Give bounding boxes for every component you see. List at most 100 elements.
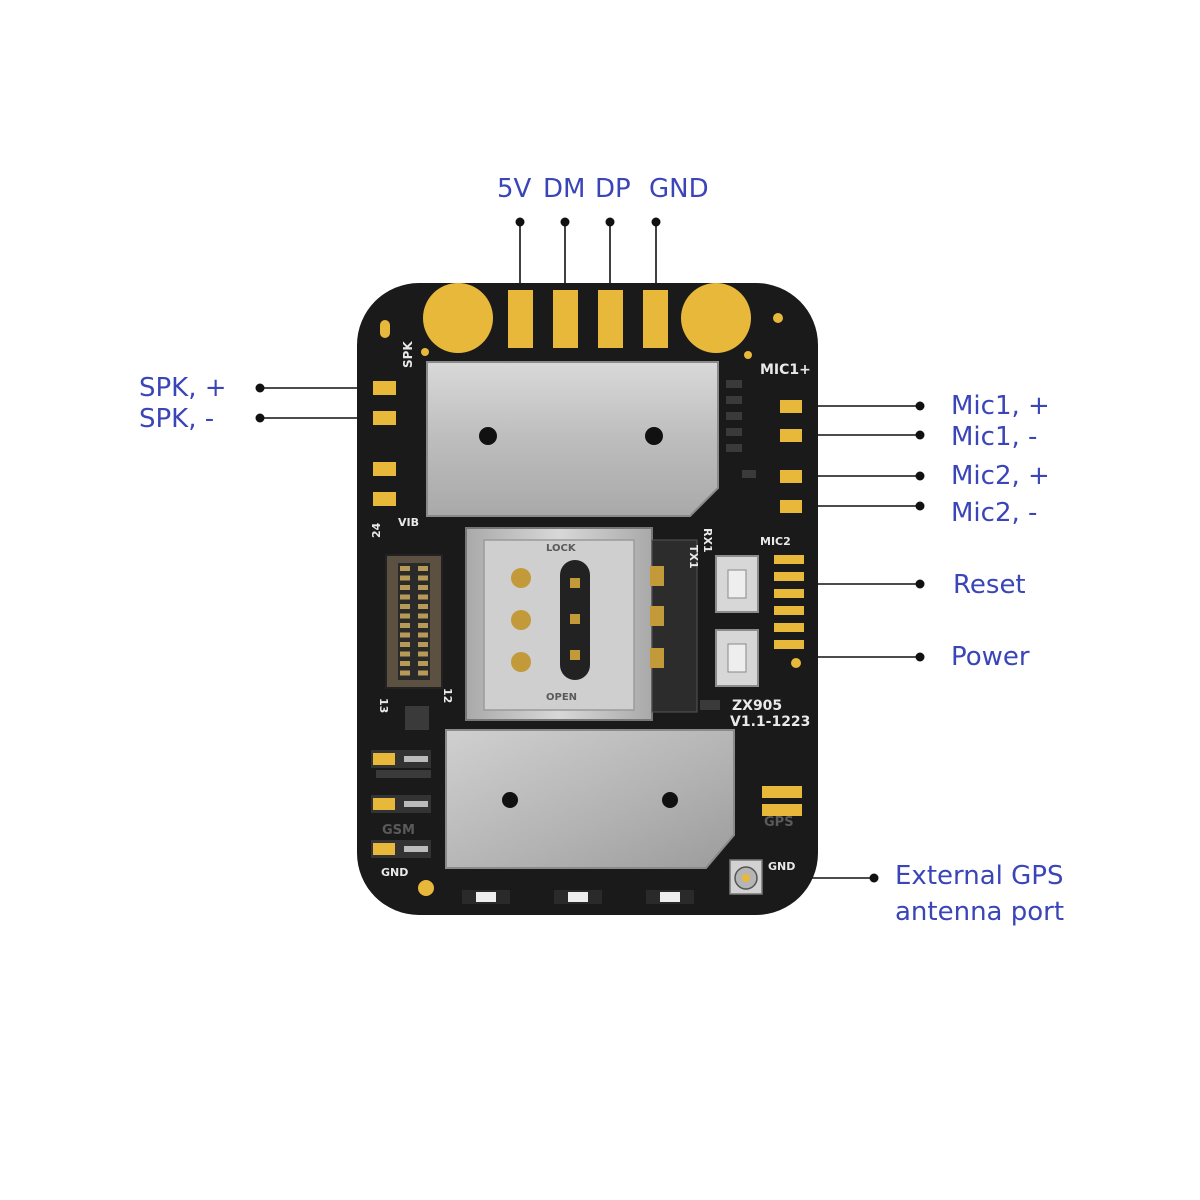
connector-pin (418, 594, 428, 600)
label-dm: DM (543, 174, 586, 204)
status-leds (462, 890, 694, 904)
sim-contact (511, 610, 531, 630)
label-mic2-plus: Mic2, + (951, 461, 1050, 491)
label-gps-line2: antenna port (895, 897, 1065, 927)
connector-pin (400, 594, 410, 600)
mount-hole-top-left (423, 283, 493, 353)
gps-antenna-connector[interactable] (729, 859, 763, 895)
smd-component (376, 770, 431, 778)
led-lens (660, 892, 680, 902)
dot-spk-minus (255, 413, 265, 423)
led-lens (476, 892, 496, 902)
bottom-rf-shield (445, 729, 735, 869)
dot-gps (869, 873, 879, 883)
led-lens (568, 892, 588, 902)
connector-pin (400, 623, 410, 628)
silk-12: 12 (441, 688, 454, 703)
pad-spk-minus (373, 411, 396, 425)
pad-mic2-plus (780, 470, 802, 483)
connector-pin (400, 613, 410, 619)
connector-pin (400, 585, 410, 590)
sim-latch-pad (650, 566, 664, 586)
sim-latch-pad (650, 606, 664, 626)
test-pad (774, 555, 804, 564)
label-mic1-minus: Mic1, - (951, 422, 1038, 452)
connector-pins (400, 566, 428, 676)
smd-component (726, 412, 742, 420)
via (744, 351, 752, 359)
gsm-pad-silver (404, 756, 428, 762)
pad-dm (553, 290, 578, 348)
silk-open: OPEN (546, 692, 577, 703)
connector-pin (418, 623, 428, 628)
power-button-actuator (727, 643, 747, 673)
smd-component (726, 428, 742, 436)
shield-hole (645, 427, 663, 445)
dot-mic1-plus (915, 401, 925, 411)
connector-pin (418, 566, 428, 571)
connector-pin (400, 642, 410, 647)
label-gps-line1: External GPS (895, 861, 1064, 891)
label-reset: Reset (953, 570, 1026, 600)
silk-mic2: MIC2 (760, 535, 791, 548)
via (418, 880, 434, 896)
silk-gnd-right: GND (768, 860, 795, 873)
sim-latch-pad (650, 648, 664, 668)
shield-hole (479, 427, 497, 445)
sim-contact (570, 614, 580, 624)
pad-dp (598, 290, 623, 348)
gsm-pad-silver (404, 846, 428, 852)
connector-pin (418, 585, 428, 590)
ic-chip (405, 706, 429, 730)
connector-pin (400, 604, 410, 609)
smd-component (726, 380, 742, 388)
test-pad (774, 623, 804, 632)
test-pad (774, 640, 804, 649)
silk-24: 24 (370, 522, 383, 538)
pad-mic1-minus (780, 429, 802, 442)
dot-mic2-minus (915, 501, 925, 511)
dot-mic2-plus (915, 471, 925, 481)
connector-pin (418, 613, 428, 619)
connector-pin (418, 642, 428, 647)
silk-13: 13 (377, 698, 390, 713)
connector-pin (418, 670, 428, 676)
pad-5v (508, 290, 533, 348)
silk-lock: LOCK (546, 543, 577, 554)
smd-component (700, 700, 720, 710)
silk-rx1: RX1 (701, 528, 714, 553)
connector-pin (400, 566, 410, 571)
smd-component (742, 470, 756, 478)
shield-hole (662, 792, 678, 808)
dot-mic1-minus (915, 430, 925, 440)
label-5v: 5V (497, 174, 532, 204)
silk-spk: SPK (401, 341, 415, 368)
silk-vib: VIB (398, 516, 419, 529)
silk-tx1: TX1 (687, 545, 700, 569)
smd-component (726, 444, 742, 452)
label-power: Power (951, 642, 1030, 672)
test-pad (774, 589, 804, 598)
pad-mic2-minus (780, 500, 802, 513)
sim-contact (511, 652, 531, 672)
gsm-pad-gold (373, 843, 395, 855)
dot-gnd (651, 217, 661, 227)
connector-pin (418, 661, 428, 666)
connector-pin (418, 575, 428, 581)
gsm-pad-gold (373, 798, 395, 810)
silk-gsm: GSM (382, 823, 415, 838)
dot-reset (915, 579, 925, 589)
sim-contact (511, 568, 531, 588)
pad-mic1-plus (780, 400, 802, 413)
silk-gnd-left: GND (381, 866, 408, 879)
silk-mic1: MIC1+ (760, 362, 811, 378)
sim-contact (570, 650, 580, 660)
test-pad (774, 606, 804, 615)
label-dp: DP (595, 174, 631, 204)
top-rf-shield (426, 361, 719, 517)
shield-hole (502, 792, 518, 808)
connector-pin (400, 632, 410, 638)
connector-pin (400, 575, 410, 581)
